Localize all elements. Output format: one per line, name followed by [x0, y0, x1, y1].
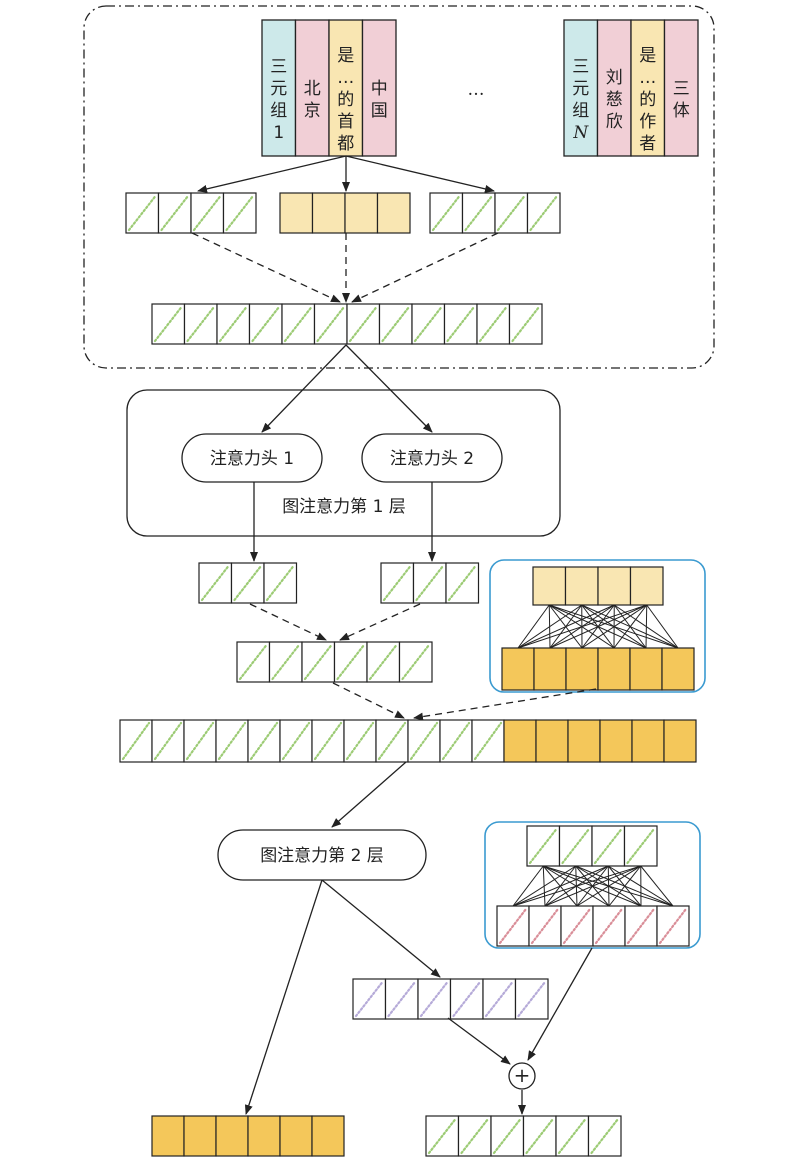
head-1-output-vector	[198, 562, 298, 604]
arrow-layer-2-to-purple	[321, 879, 441, 978]
relation-vector-cell-1	[279, 192, 314, 234]
arrows	[191, 155, 597, 1115]
dense-1-output-vector-cell-5	[629, 647, 663, 691]
triple-encoding-frame	[83, 5, 715, 369]
dashed-arrow-1	[191, 232, 341, 303]
final-gold-vector-cell-4	[247, 1115, 281, 1157]
dense-1-input-vector-cell-2	[564, 566, 599, 606]
head-2-output-vector	[380, 562, 480, 604]
relation-vector-cell-2	[311, 192, 346, 234]
layer-1-output-vector-cell-18	[663, 719, 697, 763]
tripleN-cell-text-4: 三体	[673, 79, 690, 121]
dashed-arrow-4	[249, 603, 327, 641]
tripleN-cell-1	[563, 19, 599, 157]
attention-head-1-label: 注意力头 1	[210, 449, 294, 469]
attention-layer-1-label: 图注意力第 1 层	[282, 497, 406, 517]
attention-layer-2-label: 图注意力第 2 层	[260, 846, 384, 866]
triple1-cell-text-3: 是…的首都	[337, 46, 354, 154]
dense-1-input-vector-cell-3	[597, 566, 632, 606]
dashed-arrow-6	[332, 682, 405, 719]
dense-1-output-vector-cell-6	[661, 647, 695, 691]
tripleN-cell-text-3: 是…的作者	[639, 46, 656, 154]
final-gold-vector	[151, 1115, 345, 1157]
ellipsis-text: …	[468, 80, 485, 100]
layer-1-output-vector-cell-15	[567, 719, 601, 763]
dashed-arrow-3	[351, 232, 499, 303]
entity-head-vector	[125, 192, 257, 234]
dense-layer-frame-2	[484, 821, 701, 949]
relation-vector-cell-4	[376, 192, 411, 234]
dense-1-output-vector-cell-1	[501, 647, 535, 691]
entity-tail-vector	[429, 192, 561, 234]
dense-1-output-vector	[501, 647, 695, 691]
dashed-arrow-7	[413, 688, 597, 721]
dense-1-output-vector-cell-4	[597, 647, 631, 691]
final-output-vector	[425, 1115, 622, 1157]
layer-1-output-vector-cell-17	[631, 719, 665, 763]
triple-concat-vector	[151, 303, 543, 345]
relation-vector	[279, 192, 411, 234]
final-gold-vector-cell-3	[215, 1115, 249, 1157]
final-gold-vector-cell-2	[183, 1115, 217, 1157]
final-gold-vector-cell-5	[279, 1115, 313, 1157]
dense-1-input-vector	[532, 566, 664, 606]
dense-1-input-vector-cell-1	[532, 566, 567, 606]
dense-1-input-vector-cell-4	[629, 566, 664, 606]
triple1-cell-text-4: 中国	[371, 79, 388, 121]
triple1-cell-text-2: 北京	[304, 79, 321, 121]
arrow-purple-to-plus	[447, 1017, 511, 1065]
vector-rows	[119, 192, 697, 1157]
layer-1-output-vector-cell-16	[599, 719, 633, 763]
arrow-to-head-2	[345, 344, 433, 433]
dense-1-output-vector-cell-3	[565, 647, 599, 691]
heads-concat-vector	[236, 641, 433, 683]
attention-head-1	[181, 433, 323, 483]
triple1-cell-2	[294, 19, 330, 157]
dense-2-input-vector	[526, 825, 658, 867]
addition-symbol: +	[514, 1063, 531, 1087]
arrow-entity-left	[197, 155, 347, 193]
arrow-layer-2-to-gold	[244, 879, 323, 1115]
dense-connections-1	[517, 604, 679, 649]
arrow-entity-right	[345, 155, 495, 193]
dense-2-output-vector	[496, 905, 690, 947]
final-gold-vector-cell-6	[311, 1115, 345, 1157]
tripleN-cell-2	[596, 19, 632, 157]
layer-1-output-vector-cell-14	[535, 719, 569, 763]
dense-1-output-vector-cell-2	[533, 647, 567, 691]
layer-1-output-vector-cell-13	[503, 719, 537, 763]
layer-1-output-vector	[119, 719, 697, 763]
tripleN-cell-text-2: 刘慈欣	[606, 68, 623, 132]
final-gold-vector-cell-1	[151, 1115, 185, 1157]
arrow-to-head-1	[261, 344, 347, 433]
dense-layer-frame-1	[489, 559, 706, 693]
arrow-dense-to-plus	[527, 947, 593, 1061]
dense-connections-2	[512, 865, 674, 907]
tripleN-cell-4	[663, 19, 699, 157]
attention-head-2-label: 注意力头 2	[390, 449, 474, 469]
triple1-cell-4	[361, 19, 397, 157]
relation-vector-cell-3	[344, 192, 379, 234]
layer-2-vector	[352, 978, 549, 1020]
attention-layer-1-box	[126, 389, 561, 537]
addition-node	[508, 1062, 536, 1090]
dashed-arrow-5	[339, 603, 421, 641]
arrow-to-layer-2	[331, 761, 407, 828]
